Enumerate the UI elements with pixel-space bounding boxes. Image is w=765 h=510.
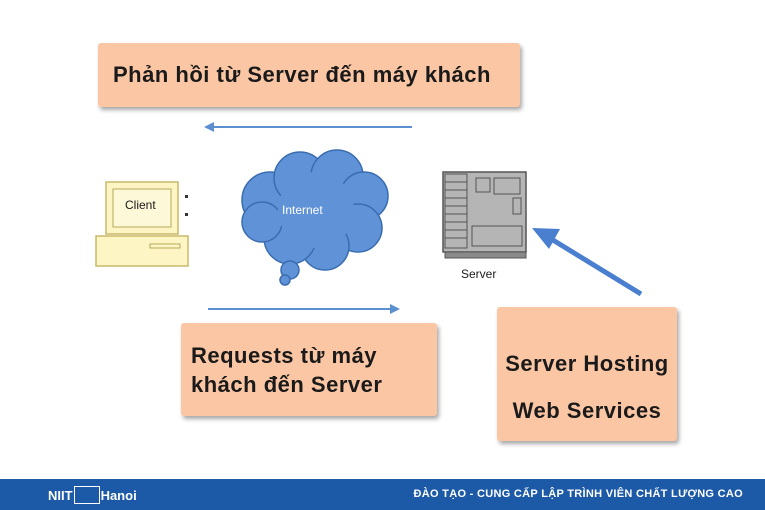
- client-label: Client: [125, 198, 156, 212]
- footer-bar: NIIT Hanoi ĐÀO TẠO - CUNG CẤP LẬP TRÌNH …: [0, 479, 765, 510]
- hosting-box: Server Hosting Web Services: [497, 307, 677, 441]
- logo-right-text: Hanoi: [100, 487, 137, 503]
- request-text-line1: Requests từ máy: [191, 343, 378, 368]
- request-box: Requests từ máy khách đến Server: [181, 323, 437, 416]
- response-box: Phản hồi từ Server đến máy khách: [98, 43, 520, 107]
- server-label: Server: [461, 267, 496, 281]
- response-arrow: [204, 122, 412, 132]
- hosting-text-line1: Server Hosting: [505, 351, 669, 376]
- client-computer-icon: [95, 181, 189, 267]
- niit-logo[interactable]: NIIT Hanoi: [48, 486, 137, 504]
- hosting-text-line2: Web Services: [512, 398, 662, 423]
- logo-box-icon: [73, 486, 100, 504]
- response-text: Phản hồi từ Server đến máy khách: [113, 62, 491, 87]
- hosting-arrow: [532, 228, 643, 297]
- footer-slogan: ĐÀO TẠO - CUNG CẤP LẬP TRÌNH VIÊN CHẤT L…: [413, 488, 743, 500]
- request-arrow: [208, 304, 400, 314]
- logo-left-text: NIIT: [48, 487, 73, 503]
- request-text-line2: khách đến Server: [191, 372, 383, 397]
- internet-cloud-icon: [241, 149, 389, 286]
- server-icon: [442, 171, 527, 259]
- internet-label: Internet: [282, 203, 323, 217]
